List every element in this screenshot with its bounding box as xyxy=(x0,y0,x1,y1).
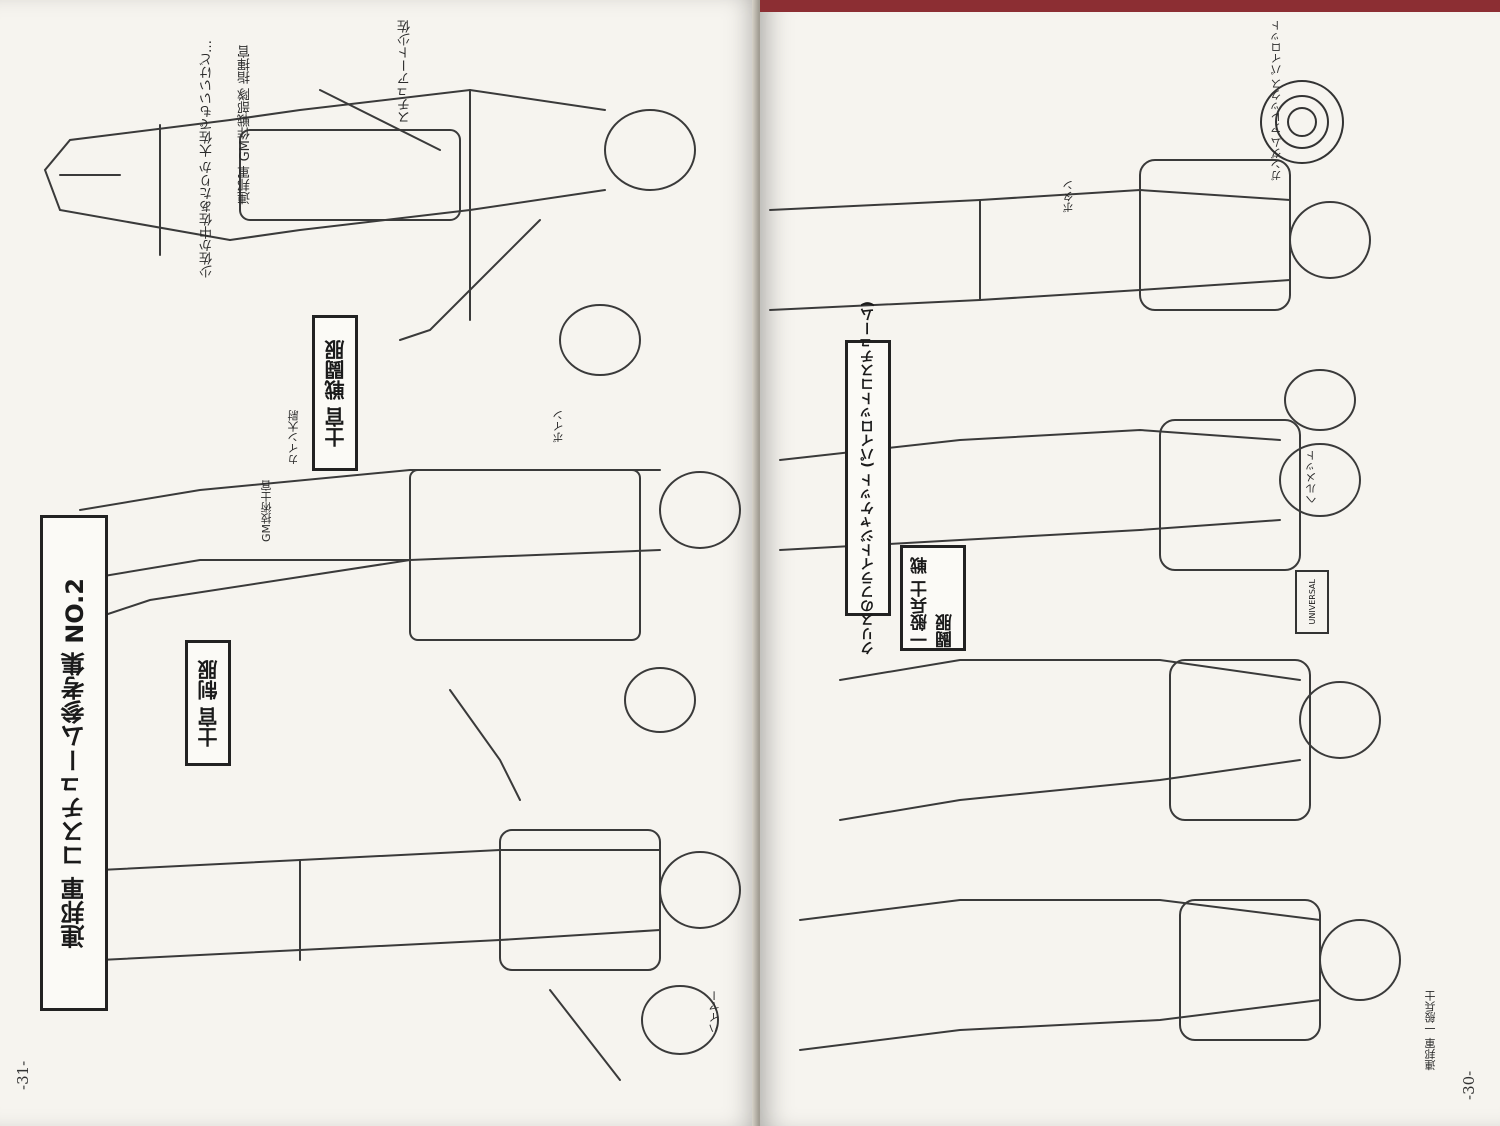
left-page-number: -31- xyxy=(14,1060,32,1090)
note-button: ボタン xyxy=(1062,180,1075,213)
note-gm-tech: GM技術士官 xyxy=(260,480,273,543)
label-chris-flight-box: クリスのフライトジャケット (パイロットコスチューム) xyxy=(845,301,891,655)
left-page-title-box: 連邦軍 コスチューム参考集 NO.2 xyxy=(40,515,108,1011)
figure-officer-combat-1 xyxy=(43,88,696,376)
label-officer-combat: 士官 戦闘服 xyxy=(323,339,348,447)
figure-chris-flight xyxy=(769,159,1371,431)
figure-officer-uniform xyxy=(68,689,741,1081)
label-chris-flight: クリスのフライトジャケット (パイロットコスチューム) xyxy=(860,301,876,655)
left-page: 連邦軍 コスチューム参考集 NO.2 士官 戦闘服 士官 制服 スチュアート少佐… xyxy=(0,0,759,1126)
figure-enlisted-combat-3 xyxy=(799,899,1401,1051)
note-rank: 少佐か中佐あたりか 大佐でもいいけど… xyxy=(200,40,215,279)
label-officer-uniform-box: 士官 制服 xyxy=(185,640,231,766)
right-page-sketches xyxy=(769,159,1401,1051)
note-enlisted: 連邦軍 一般兵士 xyxy=(1424,990,1437,1071)
note-helmet: ヘルメット xyxy=(1305,450,1318,505)
note-gm-commander: 連邦軍 GM作戦部隊 指揮官 xyxy=(238,45,253,205)
note-kain: カイン大尉 xyxy=(287,410,300,465)
figure-officer-combat-2 xyxy=(79,469,741,733)
figure-enlisted-combat-2 xyxy=(839,659,1381,821)
left-page-title: 連邦軍 コスチューム参考集 NO.2 xyxy=(60,577,89,949)
unit-patch: UNIVERSAL xyxy=(1295,570,1329,634)
right-page: UNIVERSAL クリスのフライトジャケット (パイロットコスチューム) 一般… xyxy=(760,0,1500,1126)
label-officer-uniform: 士官 制服 xyxy=(196,659,221,747)
right-page-number: -30- xyxy=(1460,1070,1478,1100)
left-page-sketches xyxy=(43,88,741,1081)
emblem-icon xyxy=(1275,95,1329,149)
note-boin: ボイン xyxy=(552,410,565,443)
note-stuart: スチュアート少佐 xyxy=(398,20,413,124)
unit-emblem xyxy=(1260,80,1344,164)
unit-patch-text: UNIVERSAL xyxy=(1307,579,1317,625)
cover-edge xyxy=(760,0,1500,12)
label-enlisted-combat: 一般兵士 戦闘服 xyxy=(911,557,956,648)
label-enlisted-combat-box: 一般兵士 戦闘服 xyxy=(900,545,966,651)
label-officer-combat-box: 士官 戦闘服 xyxy=(312,315,358,471)
note-hire: ハイヤー xyxy=(708,990,721,1034)
note-alex-pilot: ガンダム アレックス パイロット xyxy=(1270,20,1283,181)
